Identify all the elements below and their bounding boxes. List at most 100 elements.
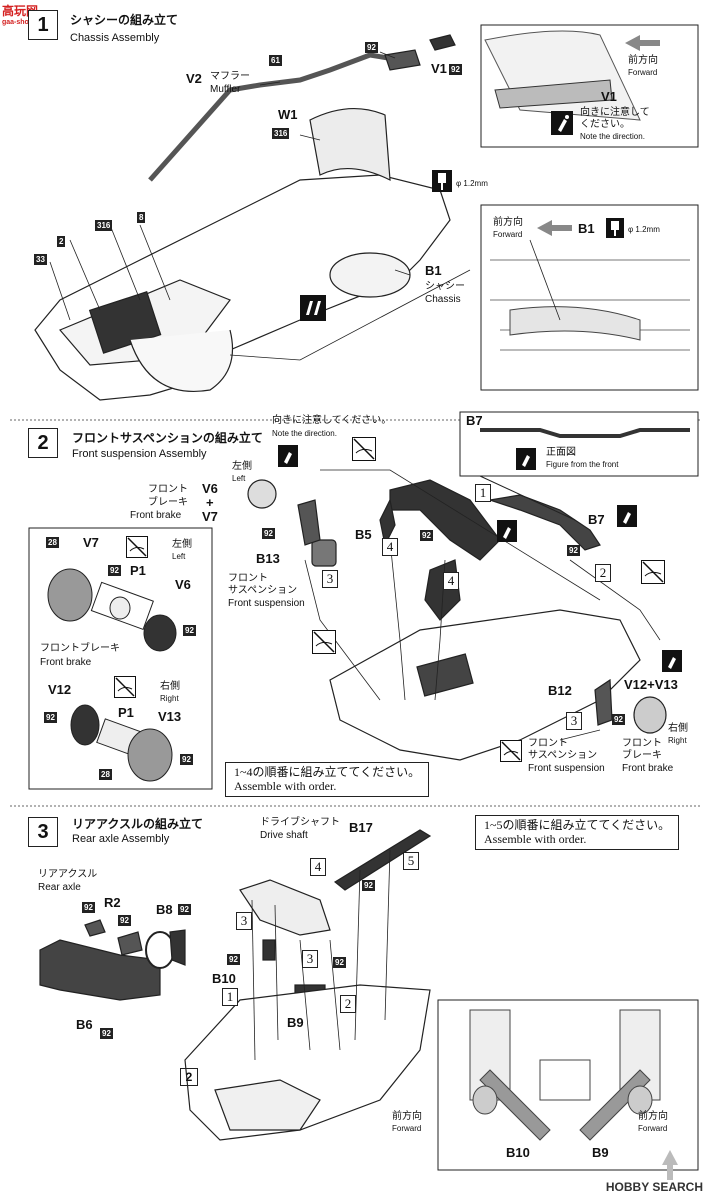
front-brake-jp-1: フロント [148, 484, 188, 495]
inset-part-v1: V1 [601, 89, 617, 104]
cement-icon [300, 295, 326, 321]
inset-forward-en: Forward [628, 68, 658, 77]
part-b8: B8 [156, 902, 173, 917]
step-number-3: 3 [28, 817, 58, 847]
no-glue-icon [312, 630, 336, 654]
part-p1: P1 [130, 563, 146, 578]
tag-92: 92 [178, 904, 191, 915]
front-susp-en: Front suspension [228, 598, 305, 609]
glue-note-icon [617, 505, 637, 527]
part-b9: B9 [287, 1015, 304, 1030]
drill-size-label: φ 1.2mm [456, 179, 488, 188]
part-p1: P1 [118, 705, 134, 720]
part-b10: B10 [212, 971, 236, 986]
part-v2-en: Muffler [210, 84, 241, 95]
order-instruction-jp: 1~5の順番に組み立ててください。 [484, 818, 671, 832]
part-b1-en: Chassis [425, 294, 461, 305]
step1-title-jp: シャシーの組み立て [70, 13, 179, 27]
right-side-en: Right [668, 736, 687, 745]
part-b1: B1 [425, 263, 442, 278]
part-v6: V6 [175, 577, 191, 592]
part-b6: B6 [76, 1017, 93, 1032]
order-number-3: 3 [236, 912, 252, 930]
no-glue-icon [126, 536, 148, 558]
tag-92: 92 [365, 42, 378, 53]
forward-jp: 前方向 [392, 1111, 422, 1122]
tag-92: 92 [180, 754, 193, 765]
tag-92: 92 [449, 64, 462, 75]
part-r2: R2 [104, 895, 121, 910]
front-susp-jp-2: サスペンション [228, 585, 298, 596]
part-v1: V1 [431, 61, 447, 76]
front-brake-right-en: Front brake [622, 763, 674, 774]
tag-92: 92 [100, 1028, 113, 1039]
step-number-2: 2 [28, 428, 58, 458]
left-side-en: Left [232, 474, 246, 483]
drill-icon [606, 218, 624, 238]
inset-part-b7: B7 [466, 413, 483, 428]
part-v2: V2 [186, 71, 202, 86]
order-number-4: 4 [443, 572, 459, 590]
tag-92: 92 [118, 915, 131, 926]
drive-shaft-en: Drive shaft [260, 830, 308, 841]
order-number-2: 2 [595, 564, 611, 582]
glue-note-icon [497, 520, 517, 542]
tag-33: 33 [34, 254, 47, 265]
inset-b7-en: Figure from the front [546, 460, 619, 469]
front-brake-en: Front brake [130, 510, 182, 521]
tag-61: 61 [269, 55, 282, 66]
right-side-jp: 右側 [160, 681, 180, 692]
order-instruction-en: Assemble with order. [484, 832, 587, 847]
rear-axle-jp: リアアクスル [38, 869, 98, 880]
inset-b1-forward-jp: 前方向 [493, 217, 523, 228]
inset-b1-drill: φ 1.2mm [628, 225, 660, 234]
right-side-jp: 右側 [668, 723, 688, 734]
part-v6: V6 [202, 481, 218, 496]
part-v13: V13 [158, 709, 182, 724]
part-b1-jp: シャシー [425, 281, 465, 292]
part-b12: B12 [548, 683, 572, 698]
front-brake-right-jp-2: ブレーキ [622, 750, 662, 761]
glue-note-icon [278, 445, 298, 467]
front-brake-jp-2: ブレーキ [148, 497, 188, 508]
inset-part-b9: B9 [592, 1145, 609, 1160]
tag-92: 92 [44, 712, 57, 723]
part-w1: W1 [278, 107, 298, 122]
left-side-jp: 左側 [172, 539, 192, 550]
tag-92: 92 [227, 954, 240, 965]
order-number-4: 4 [382, 538, 398, 556]
plus-sign: + [206, 495, 214, 510]
drill-icon [432, 170, 452, 192]
part-v12: V12 [48, 682, 72, 697]
inset-forward-en: Forward [638, 1124, 668, 1133]
step-number-1: 1 [28, 10, 58, 40]
front-susp-right-en: Front suspension [528, 763, 605, 774]
glue-note-icon [551, 111, 573, 135]
no-glue-icon [500, 740, 522, 762]
order-number-3: 3 [322, 570, 338, 588]
tag-316: 316 [95, 220, 113, 231]
part-b17: B17 [349, 820, 373, 835]
inset-front-brake-jp: フロントブレーキ [40, 643, 120, 654]
front-susp-right-jp-2: サスペンション [528, 750, 598, 761]
order-instruction-en: Assemble with order. [234, 779, 337, 794]
no-glue-icon [352, 437, 376, 461]
tag-92: 92 [567, 545, 580, 556]
step1-title-en: Chassis Assembly [70, 32, 160, 44]
forward-en: Forward [392, 1124, 422, 1133]
front-brake-right-jp-1: フロント [622, 738, 662, 749]
tag-92: 92 [183, 625, 196, 636]
part-v12-v13: V12+V13 [624, 677, 678, 692]
right-side-en: Right [160, 694, 179, 703]
inset-part-b10: B10 [506, 1145, 530, 1160]
glue-note-icon [516, 448, 536, 470]
tag-92: 92 [333, 957, 346, 968]
direction-note-jp: 向きに注意してください。 [272, 415, 392, 426]
front-susp-right-jp-1: フロント [528, 738, 568, 749]
order-number-1: 1 [475, 484, 491, 502]
part-b7: B7 [588, 512, 605, 527]
tag-92: 92 [82, 902, 95, 913]
tag-28: 28 [99, 769, 112, 780]
